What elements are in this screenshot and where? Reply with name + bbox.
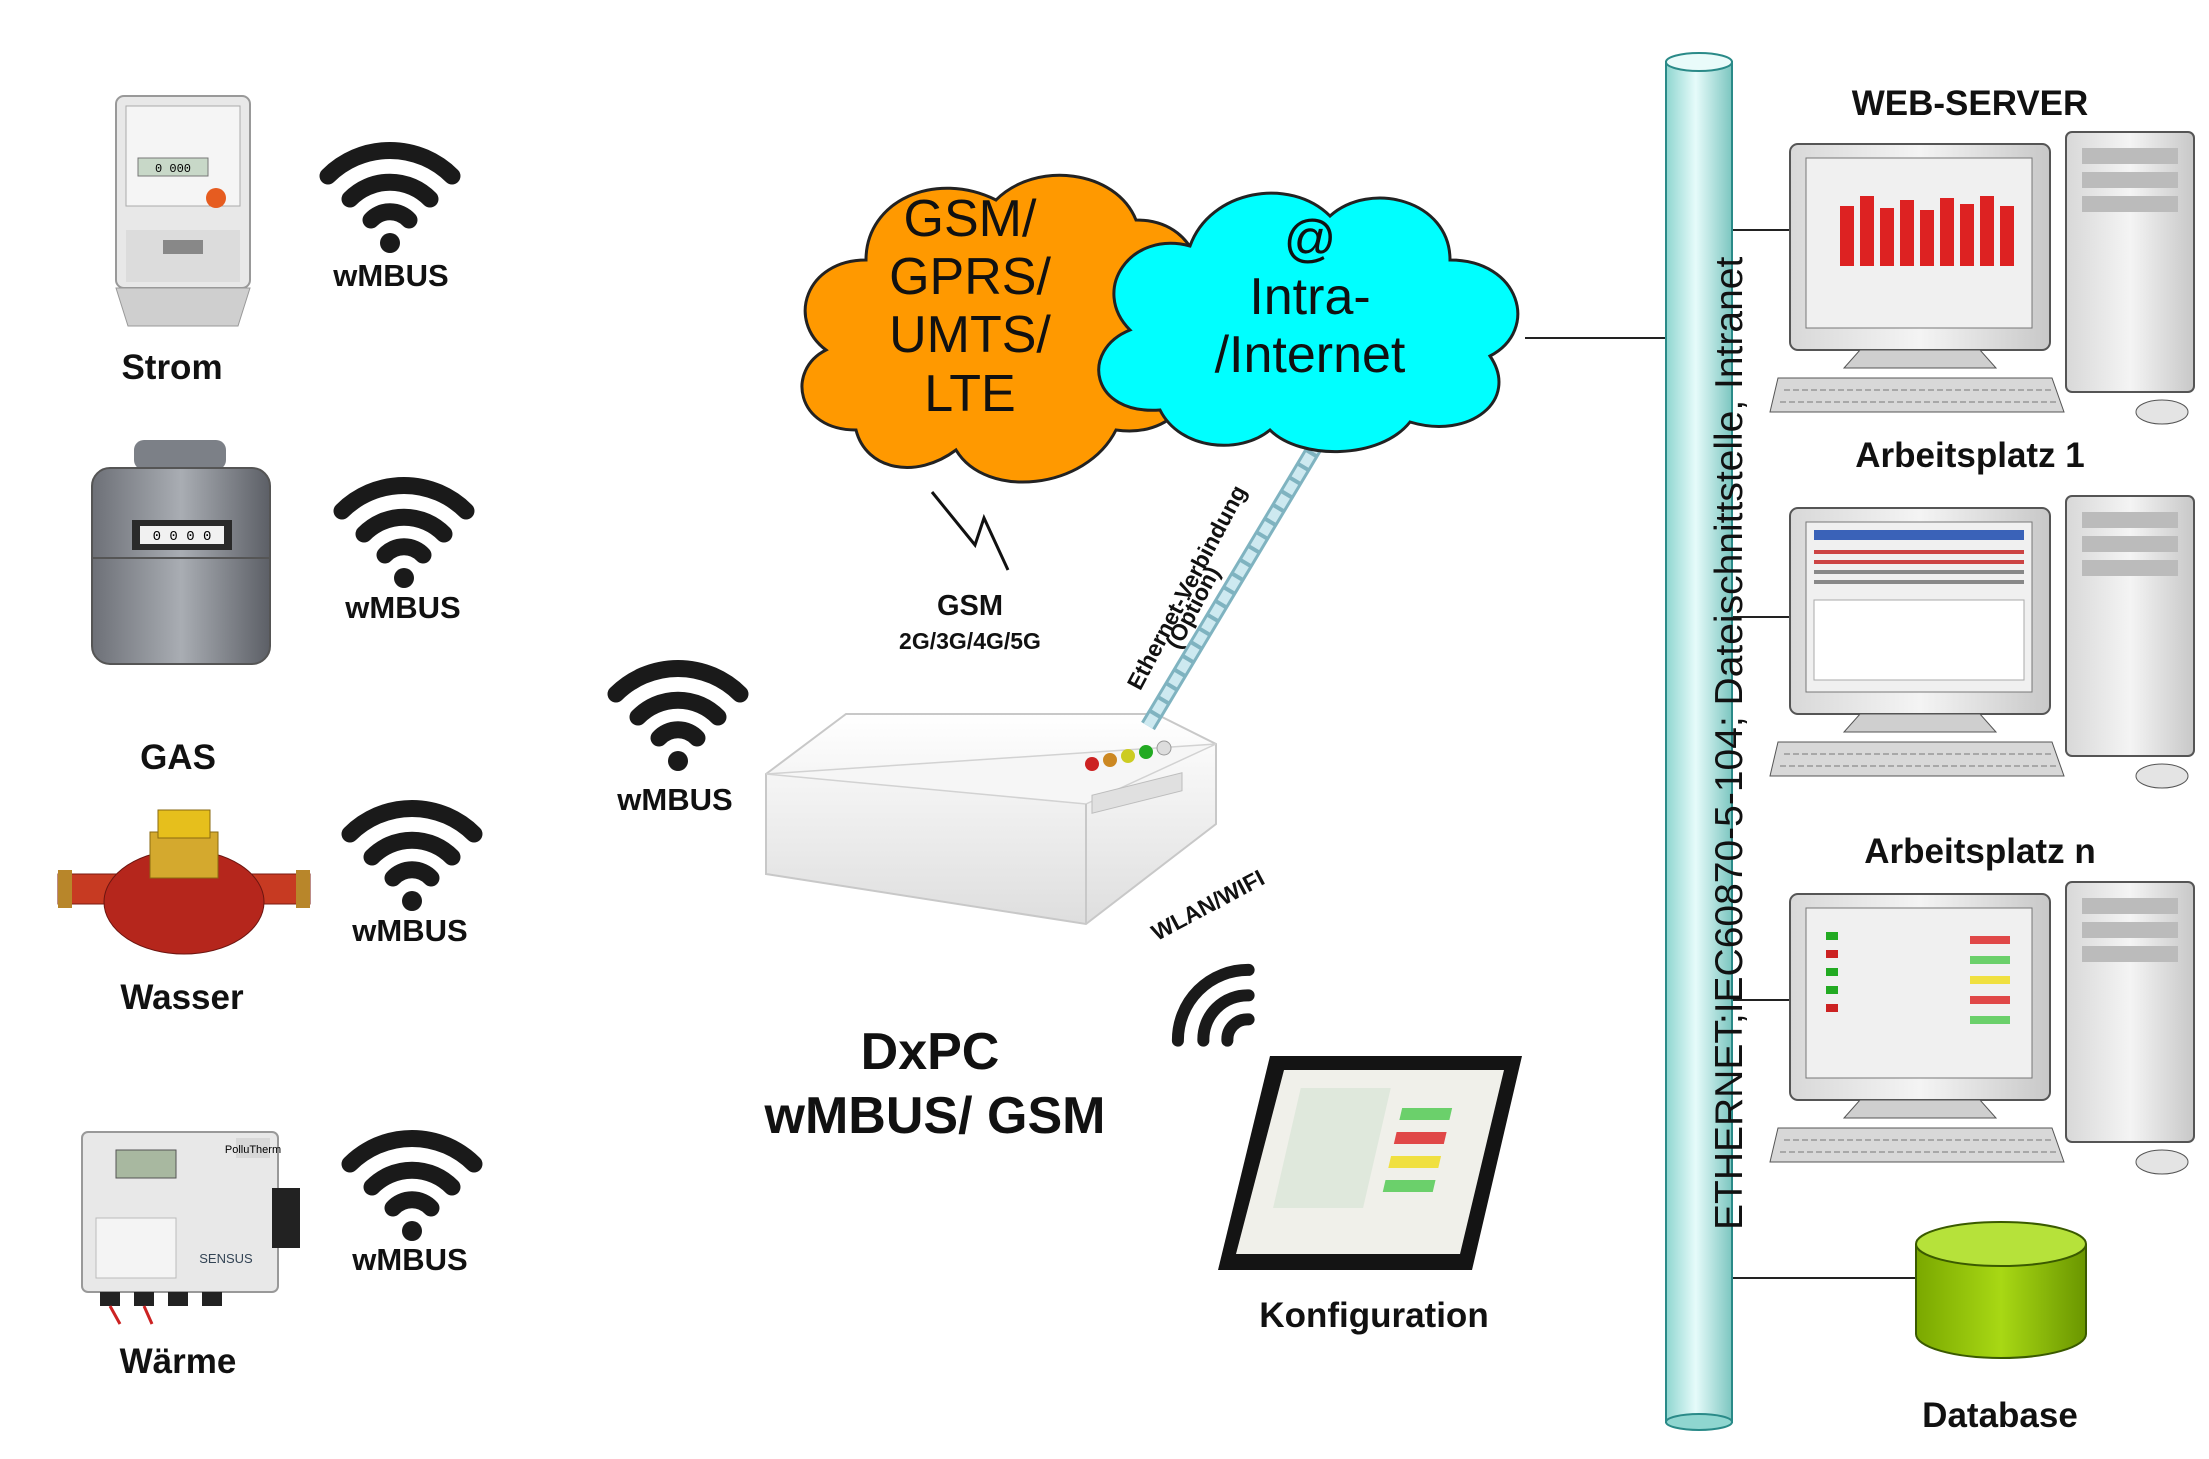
gsm-bands: 2G/3G/4G/5G [899, 628, 1041, 654]
wifi-icon-waerme [338, 1138, 488, 1248]
wifi-icon-device [604, 668, 754, 778]
waerme-label: Wärme [119, 1342, 237, 1381]
heat-meter-image: PolluTherm SENSUS [81, 1131, 300, 1325]
tablet-label: Konfiguration [1259, 1296, 1489, 1335]
svg-text:SENSUS: SENSUS [199, 1251, 253, 1266]
gsm-cloud-text: GSM/ GPRS/ UMTS/ LTE [850, 190, 1090, 423]
strom-label: Strom [121, 348, 223, 387]
internet-cloud-line-2: Intra- [1249, 268, 1371, 327]
wifi-icon-wasser [338, 808, 488, 918]
waerme-wmbus-label: wMBUS [352, 1242, 468, 1277]
database-label: Database [1922, 1396, 2078, 1435]
gas-meter-image: 0 0 0 0 [91, 440, 271, 665]
gsm-cloud-line-1: GSM/ [903, 190, 1037, 248]
internet-cloud-line-3: /Internet [1214, 326, 1406, 385]
arbeitsplatzn-computer [1769, 881, 2195, 1175]
wifi-icon-strom [316, 150, 466, 260]
svg-text:PolluTherm: PolluTherm [225, 1144, 281, 1156]
gsm-cloud-line-4: LTE [924, 364, 1016, 423]
arbeitsplatzn-label: Arbeitsplatz n [1864, 832, 2096, 871]
electricity-meter-image: 0 000 [115, 95, 251, 327]
svg-text:0 000: 0 000 [155, 162, 191, 176]
tablet-image [1218, 1056, 1522, 1270]
wasser-wmbus-label: wMBUS [352, 913, 468, 948]
ethernet-bus [1665, 52, 1733, 1431]
water-meter-image [57, 809, 311, 955]
device-wmbus-label: wMBUS [617, 782, 733, 817]
strom-wmbus-label: wMBUS [333, 258, 449, 293]
gas-label: GAS [140, 738, 216, 777]
internet-cloud-text: @ Intra- /Internet [1160, 210, 1460, 385]
bus-label: ETHERNET;IEC60870-5-104; Dateischnittste… [1708, 256, 1751, 1230]
internet-cloud-at: @ [1283, 210, 1337, 268]
wlan-wifi-icon [1171, 963, 1255, 1047]
gas-wmbus-label: wMBUS [345, 590, 461, 625]
database-icon [1915, 1221, 2087, 1359]
gsm-cloud-line-3: UMTS/ [889, 306, 1051, 365]
webserver-computer [1769, 131, 2195, 425]
webserver-label: WEB-SERVER [1851, 84, 2089, 123]
wasser-label: Wasser [120, 978, 244, 1017]
device-title-line2: wMBUS/ GSM [764, 1087, 1106, 1145]
svg-text:0 0 0 0: 0 0 0 0 [153, 529, 212, 545]
dxpc-device-image [765, 713, 1217, 926]
wifi-icon-gas [330, 485, 480, 595]
device-title-line1: DxPC [860, 1023, 1000, 1081]
internet-cloud [1097, 191, 1520, 453]
gsm-cloud-line-2: GPRS/ [889, 248, 1051, 307]
gsm-title: GSM [936, 590, 1004, 622]
ethernet-link [1141, 437, 1325, 731]
arbeitsplatz1-label: Arbeitsplatz 1 [1855, 436, 2085, 475]
arbeitsplatz1-computer [1769, 495, 2195, 789]
gsm-cloud [800, 173, 1201, 484]
